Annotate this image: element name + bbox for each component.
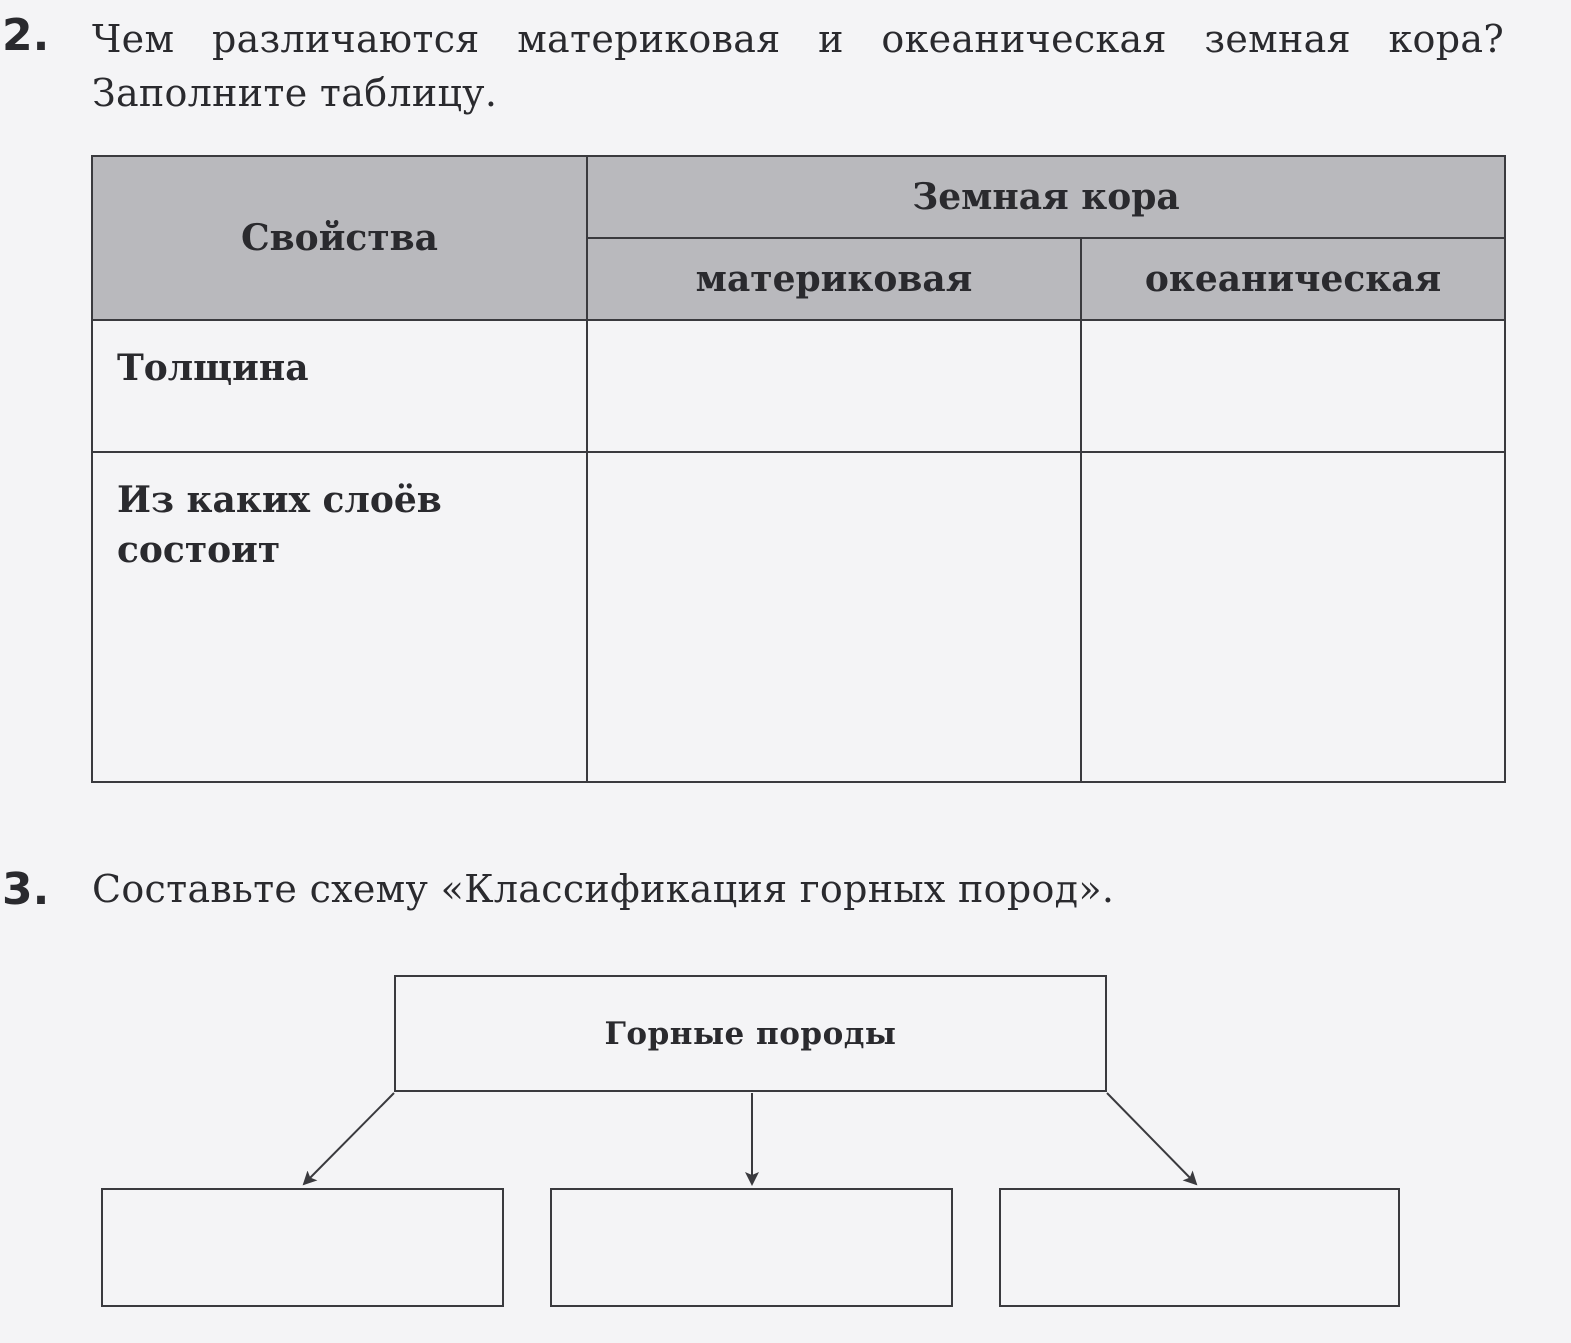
header-properties: Свойства <box>91 155 588 321</box>
table-row: Толщина <box>91 319 1507 453</box>
crust-comparison-table: Свойства Земная кора материковая океанич… <box>91 155 1507 783</box>
task-3-instruction: Составьте схему «Классификация горных по… <box>92 867 1115 911</box>
task-3-number: 3. <box>2 864 50 915</box>
cell-thickness-continental[interactable] <box>586 319 1082 453</box>
diagram-root-rocks: Горные породы <box>394 975 1107 1092</box>
table-row: Из каких слоёв состоит <box>91 451 1507 783</box>
task-2-number: 2. <box>2 10 50 61</box>
header-continental: материковая <box>586 237 1082 321</box>
cell-thickness-oceanic[interactable] <box>1079 319 1507 453</box>
diagram-child-box-3[interactable] <box>999 1188 1400 1307</box>
diagram-child-box-2[interactable] <box>550 1188 953 1307</box>
header-earth-crust: Земная кора <box>585 155 1507 239</box>
cell-layers-continental[interactable] <box>586 451 1082 783</box>
header-oceanic: океаническая <box>1079 237 1507 321</box>
row-label-layers: Из каких слоёв состоит <box>91 451 588 783</box>
row-label-thickness: Толщина <box>91 319 588 453</box>
diagram-child-box-1[interactable] <box>101 1188 504 1307</box>
arrow-left <box>302 1092 395 1186</box>
cell-layers-oceanic[interactable] <box>1079 451 1507 783</box>
task-2-question: Чем различаются материковая и океаническ… <box>92 17 1504 115</box>
arrow-right <box>1106 1092 1198 1186</box>
